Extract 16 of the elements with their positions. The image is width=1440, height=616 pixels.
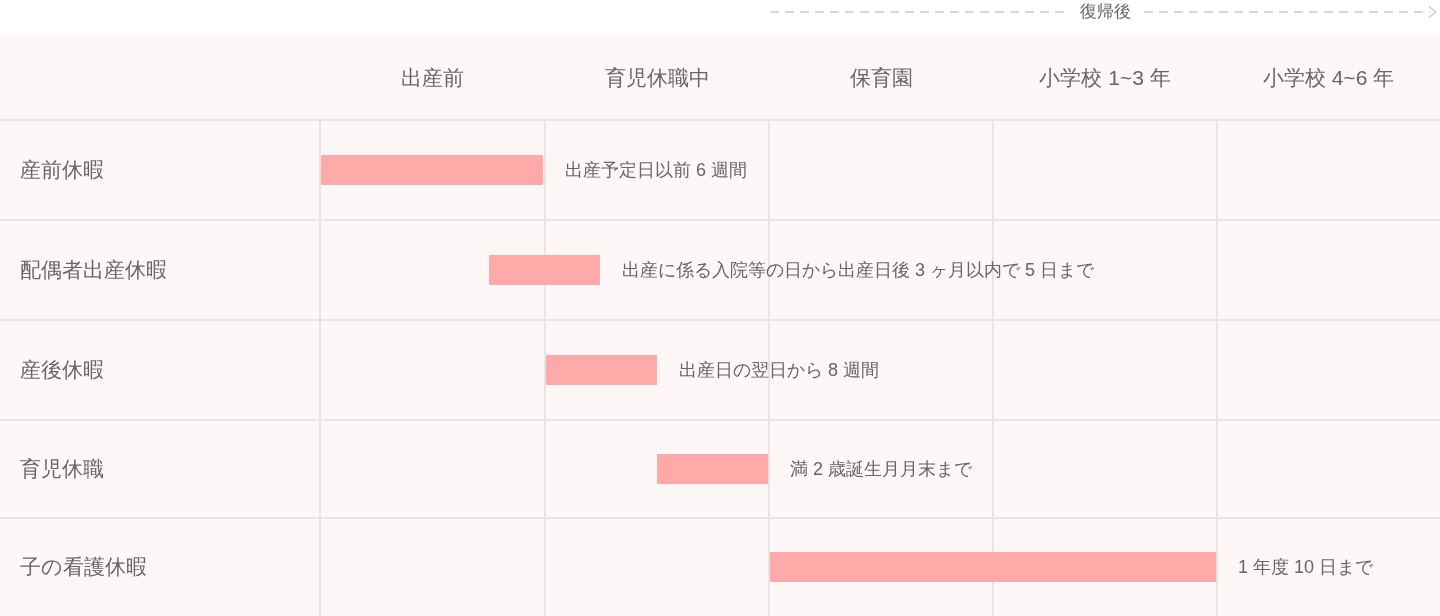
column-header: 保育園 bbox=[849, 65, 913, 91]
period-note: 出産に係る入院等の日から出産日後 3 ヶ月以内で 5 日まで bbox=[622, 259, 1095, 282]
row-header: 配偶者出産休暇 bbox=[20, 257, 167, 283]
period-note: 満 2 歳誕生月月末まで bbox=[790, 458, 972, 481]
column-header: 小学校 4~6 年 bbox=[1262, 65, 1395, 91]
column-header: 小学校 1~3 年 bbox=[1039, 65, 1171, 91]
column-header: 出産前 bbox=[401, 65, 464, 91]
row-header: 産後休暇 bbox=[20, 357, 104, 383]
period-note: 出産日の翌日から 8 週間 bbox=[679, 359, 879, 382]
row-header: 子の看護休暇 bbox=[20, 554, 147, 580]
period-note: 出産予定日以前 6 週間 bbox=[565, 159, 747, 182]
row-header: 産前休暇 bbox=[20, 157, 104, 183]
column-header: 育児休職中 bbox=[604, 65, 710, 91]
row-header: 育児休職 bbox=[20, 456, 104, 482]
span-caption: 復帰後 bbox=[1079, 1, 1131, 23]
period-note: 1 年度 10 日まで bbox=[1238, 556, 1374, 579]
